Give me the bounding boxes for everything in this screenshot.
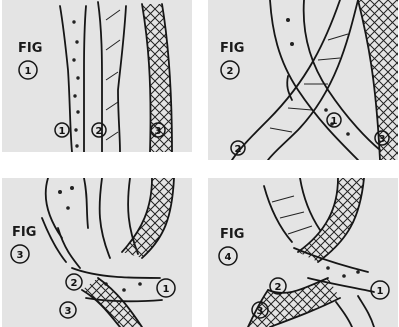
figure-4-number: 4 (225, 252, 232, 263)
figure-1-strand-3-label: 3 (155, 126, 162, 137)
figure-2-number: 2 (227, 66, 234, 77)
figure-3-strand-2-label: 2 (71, 278, 78, 289)
figure-1-drawing: FIG 1 1 2 3 (2, 0, 192, 152)
strand-2-lined (232, 0, 358, 160)
figure-3-caption: FIG (12, 225, 36, 240)
figure-4-strand-1-label: 1 (377, 286, 384, 297)
figure-4-panel: FIG 4 1 2 3 (208, 178, 398, 327)
figure-3-number: 3 (17, 250, 24, 261)
figure-2-strand-3-label: 3 (379, 134, 386, 145)
figure-1-panel: FIG 1 1 2 3 (2, 0, 192, 152)
figure-4-strand-3-label: 3 (257, 306, 264, 317)
figure-2-strand-1-label: 1 (331, 116, 338, 127)
figure-3-drawing: FIG 3 1 2 3 (2, 178, 192, 327)
figure-2-caption: FIG (220, 41, 244, 56)
figure-3-panel: FIG 3 1 2 3 (2, 178, 192, 327)
figure-4-strand-2-label: 2 (275, 282, 282, 293)
strand-2-lined (264, 178, 320, 242)
figure-1-caption: FIG (18, 41, 42, 56)
figure-1-strand-1-label: 1 (59, 126, 66, 137)
figure-4-caption: FIG (220, 227, 244, 242)
figure-2-strand-2-label: 2 (235, 144, 242, 155)
figure-2-drawing: FIG 2 1 2 3 (208, 0, 398, 160)
strand-2-lined (42, 178, 138, 268)
figure-4-drawing: FIG 4 1 2 3 (208, 178, 398, 327)
figure-1-number: 1 (25, 66, 32, 77)
figure-3-strand-3-label: 3 (65, 306, 72, 317)
figure-2-panel: FIG 2 1 2 3 (208, 0, 398, 160)
figure-3-strand-1-label: 1 (163, 284, 170, 295)
figure-1-strand-2-label: 2 (96, 126, 103, 137)
